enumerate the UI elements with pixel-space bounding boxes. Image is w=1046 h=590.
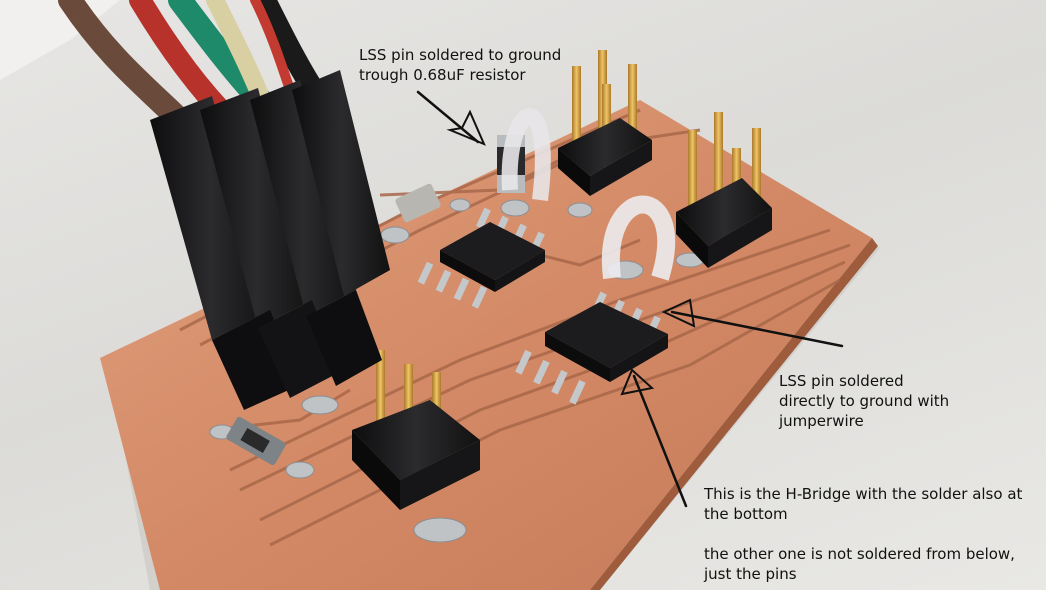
jumper-wire-mid [601, 195, 676, 281]
jumper-wire-top [501, 108, 551, 201]
annotation-lss-jumper: LSS pin soldered directly to ground with… [779, 372, 950, 430]
ic-chip-upper [417, 207, 545, 309]
solder-joints [209, 198, 705, 543]
arrow-icon [416, 90, 844, 508]
ic-chip-hbridge [515, 291, 668, 405]
pin-header-middle [676, 112, 772, 268]
smd-capacitor [395, 183, 441, 223]
pin-header-bottom [352, 350, 480, 510]
smd-resistor-bottom [226, 416, 286, 466]
annotation-lss-resistor: LSS pin soldered to ground trough 0.68uF… [359, 46, 562, 84]
dupont-connectors [150, 70, 390, 410]
annotation-hbridge-note: This is the H-Bridge with the solder als… [704, 485, 1023, 583]
pcb-edge [590, 238, 878, 590]
pin-header-top [558, 50, 652, 196]
